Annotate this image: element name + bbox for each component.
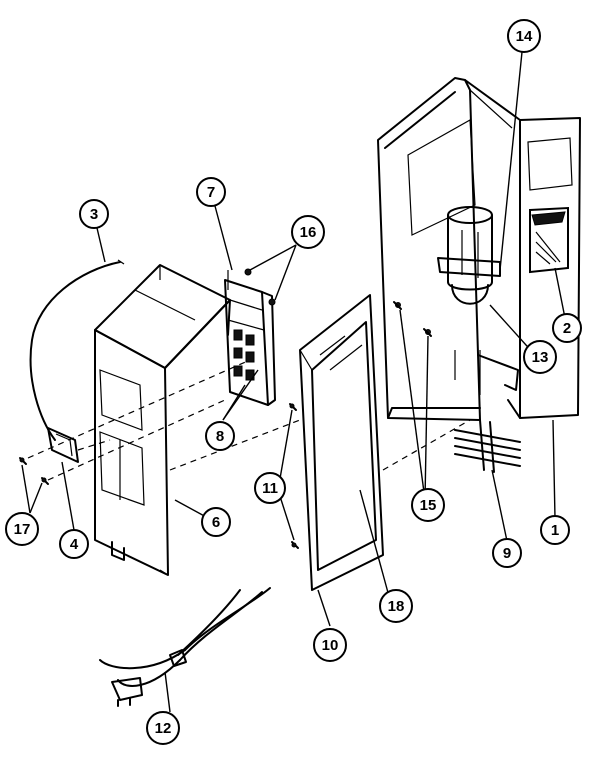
callout-label: 14	[516, 28, 533, 45]
callout-label: 17	[14, 521, 31, 538]
callout-label: 16	[300, 224, 317, 241]
callout-18: 18	[379, 589, 413, 623]
callout-11: 11	[254, 472, 286, 504]
callout-label: 1	[551, 522, 559, 539]
callout-9: 9	[492, 538, 522, 568]
part-10-door-frame	[299, 294, 384, 591]
part-3-cable	[29, 261, 121, 441]
callout-13: 13	[523, 340, 557, 374]
callout-16: 16	[291, 215, 325, 249]
callout-label: 11	[262, 480, 278, 497]
callout-label: 8	[216, 428, 224, 445]
callout-label: 9	[503, 545, 511, 562]
callout-6: 6	[201, 507, 231, 537]
callout-10: 10	[313, 628, 347, 662]
callout-label: 10	[322, 637, 339, 654]
callout-4: 4	[59, 529, 89, 559]
callout-3: 3	[79, 199, 109, 229]
callout-label: 12	[155, 720, 172, 737]
part-12-power-cord	[99, 587, 271, 707]
callout-label: 6	[212, 514, 220, 531]
part-11-screws	[289, 403, 299, 549]
callout-14: 14	[507, 19, 541, 53]
part-18-glass-panel	[329, 344, 363, 371]
callout-label: 13	[532, 349, 549, 366]
part-7-8-control-bracket	[224, 270, 276, 406]
callout-7: 7	[196, 177, 226, 207]
part-16-screws	[244, 268, 276, 306]
part-4-bracket	[47, 427, 79, 463]
callout-label: 4	[70, 536, 79, 553]
part-13-14-motor	[437, 206, 501, 305]
part-15-screws	[393, 301, 432, 337]
callout-1: 1	[540, 515, 570, 545]
leader-lines	[21, 51, 568, 713]
part-9-terminal-block	[454, 419, 521, 473]
callout-8: 8	[205, 421, 235, 451]
callout-label: 7	[207, 184, 215, 201]
part-1-cabinet	[377, 77, 581, 421]
callout-label: 2	[563, 320, 571, 337]
callout-15: 15	[411, 488, 445, 522]
callout-label: 15	[420, 497, 437, 514]
callout-2: 2	[552, 313, 582, 343]
callout-label: 3	[90, 206, 98, 223]
callout-17: 17	[5, 512, 39, 546]
part-17-screws	[19, 457, 49, 485]
callout-label: 18	[388, 598, 405, 615]
callout-12: 12	[146, 711, 180, 745]
